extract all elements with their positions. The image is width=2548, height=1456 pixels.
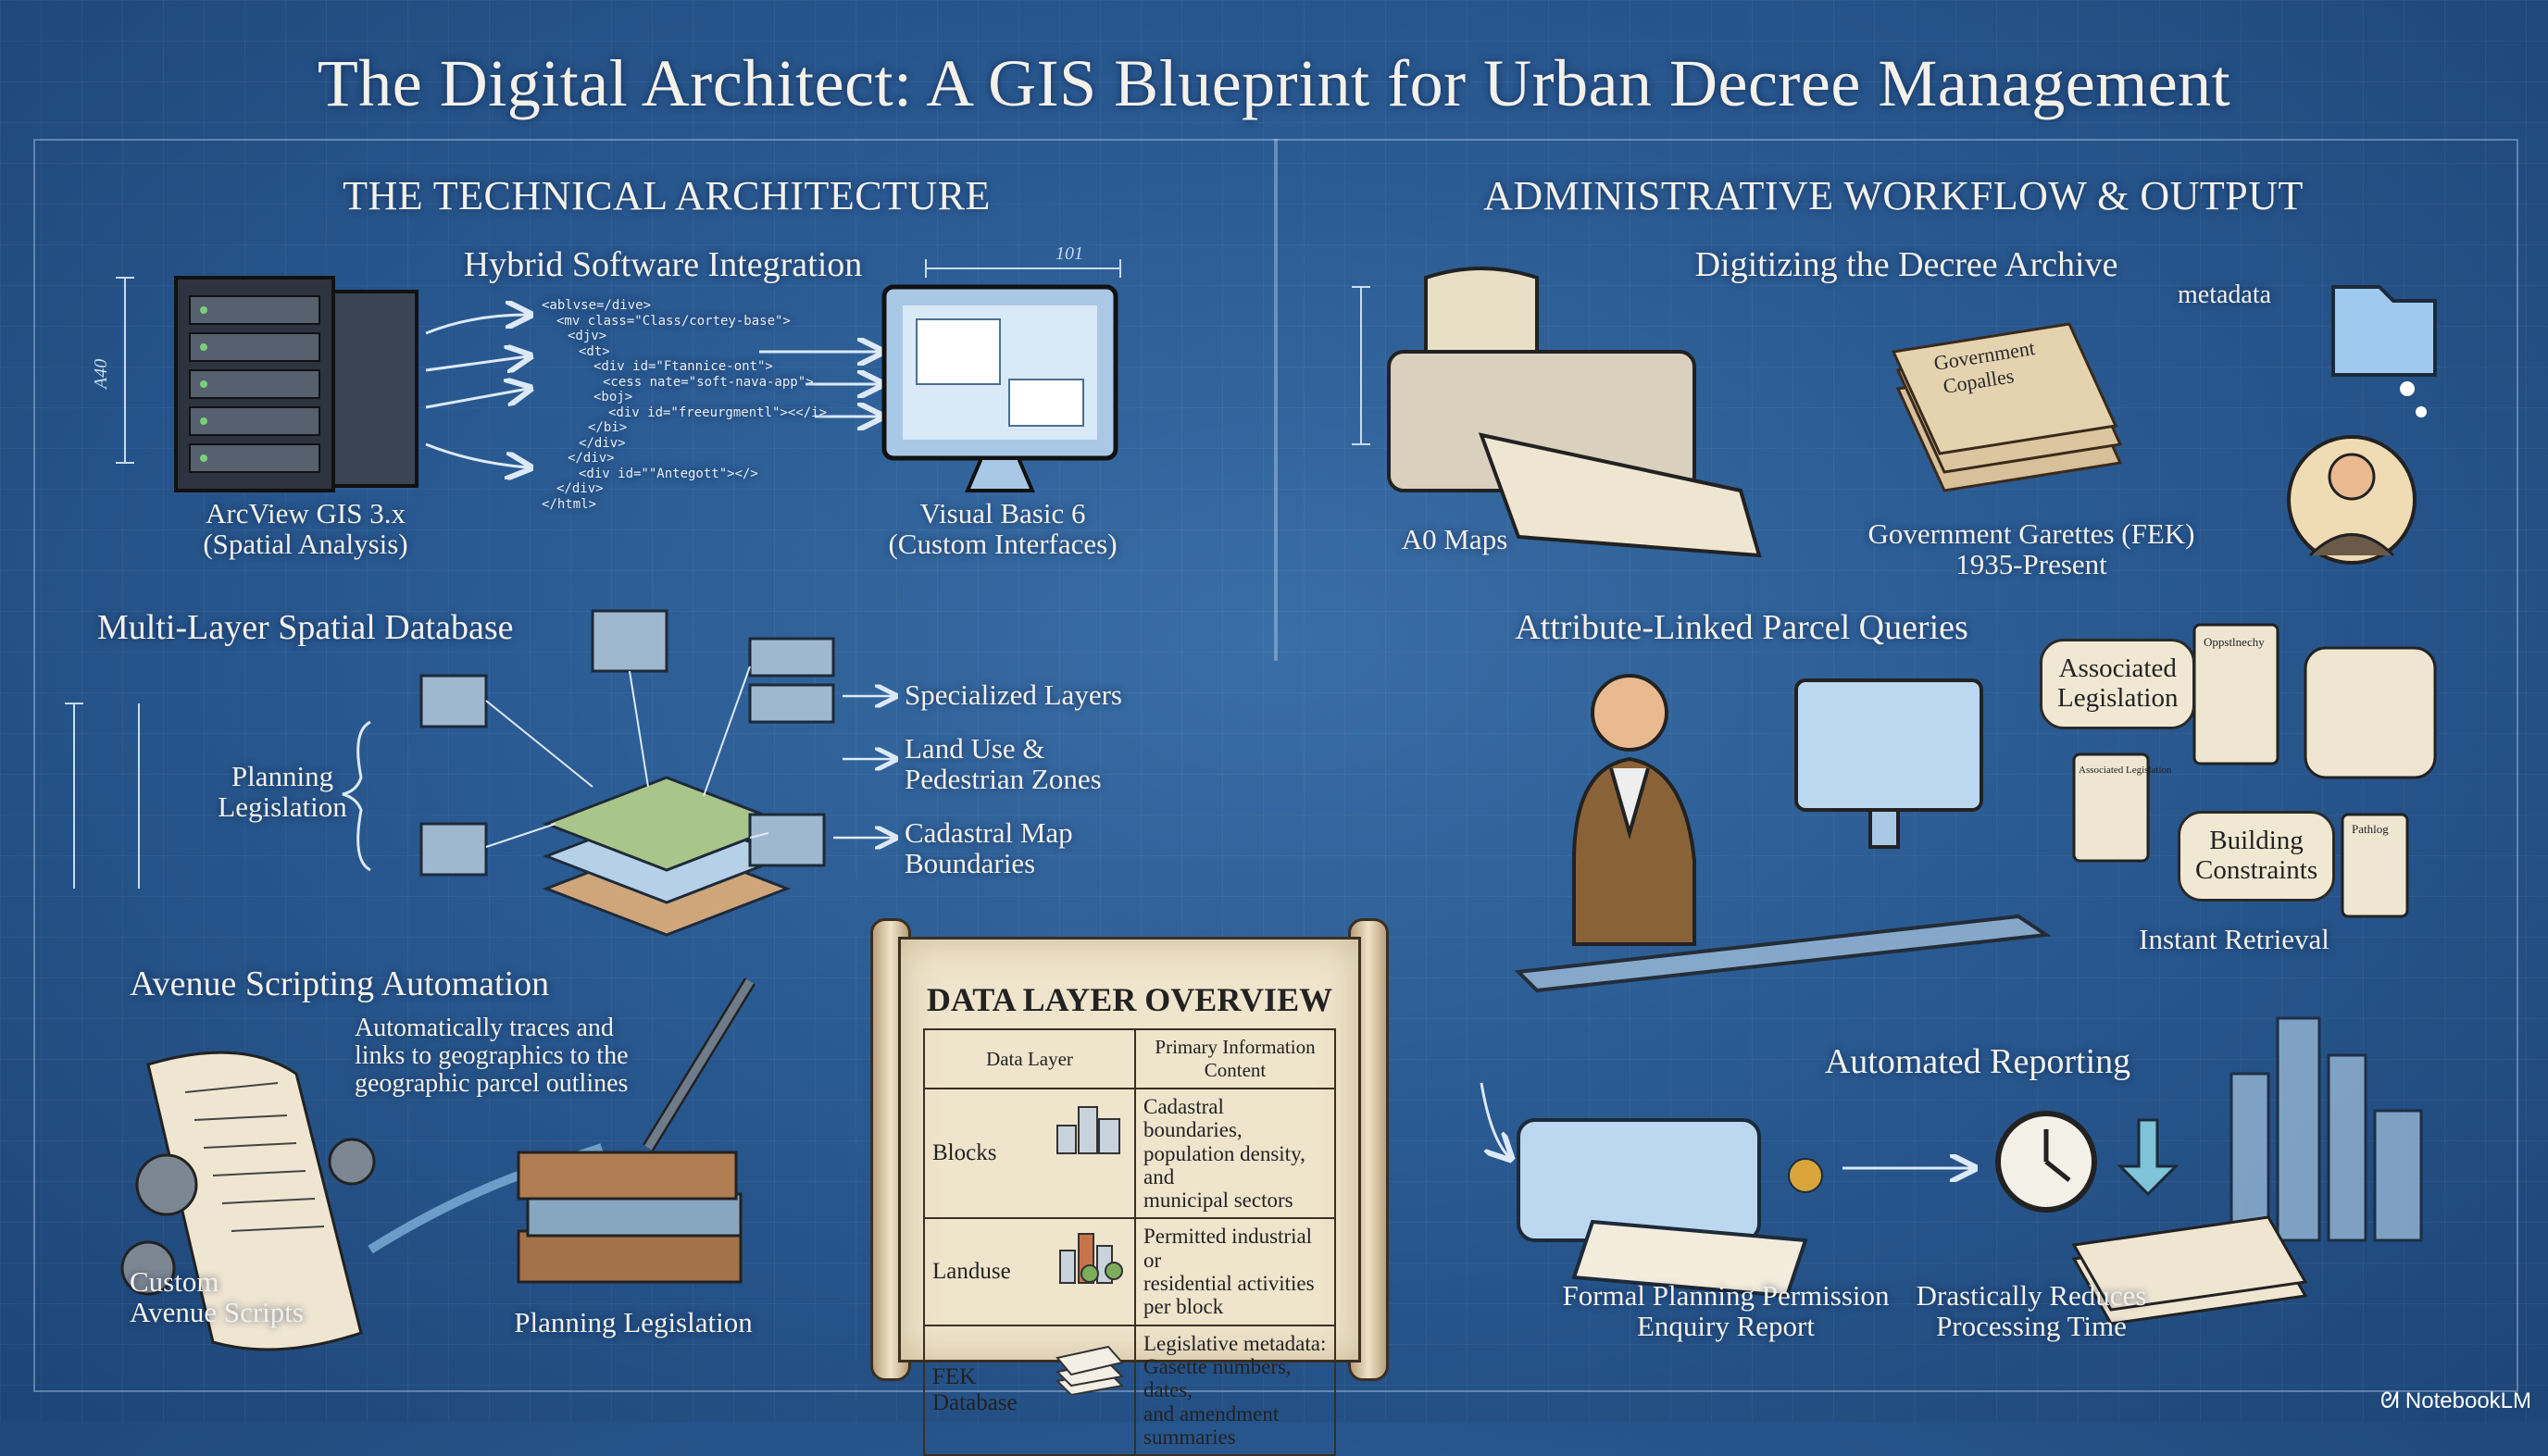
notebooklm-logo: ᘛ NotebookLM <box>2380 1388 2531 1414</box>
books-icon <box>517 1151 743 1284</box>
section-heading-workflow: ADMINISTRATIVE WORKFLOW & OUTPUT <box>1483 173 2304 218</box>
document-label: Oppstlnechy <box>2204 635 2265 649</box>
analyst-at-computer-icon <box>1514 674 2052 993</box>
layer-label-landuse: Land Use &Pedestrian Zones <box>905 732 1102 796</box>
report-printer-icon <box>1517 1118 1823 1299</box>
column-header: Primary Information Content <box>1134 1028 1336 1089</box>
document-stack-icon <box>1055 1345 1125 1395</box>
info-cell: Legislative metadata:Gasette numbers, da… <box>1134 1324 1336 1456</box>
center-divider <box>1274 139 1278 661</box>
arcview-label: ArcView GIS 3.x(Spatial Analysis) <box>203 497 408 561</box>
gears-icon <box>120 1138 376 1296</box>
page-title: The Digital Architect: A GIS Blueprint f… <box>317 46 2231 120</box>
column-header: Data Layer <box>923 1028 1136 1089</box>
digitizing-heading: Digitizing the Decree Archive <box>1694 245 2118 284</box>
illustrations: 101 A40 Government Copalles <box>65 243 2437 1351</box>
a0-maps-label: A0 Maps <box>1401 523 1508 555</box>
layer-cell: FEK Database <box>923 1324 1136 1456</box>
avenue-heading: Avenue Scripting Automation <box>130 964 550 1003</box>
instant-retrieval-label: Instant Retrieval <box>2139 923 2329 955</box>
clock-icon <box>1995 1111 2097 1213</box>
folder-icon <box>2331 285 2437 377</box>
city-skyline-icon <box>2230 1016 2423 1242</box>
down-arrow-icon <box>2117 1118 2180 1197</box>
table-row: FEK Database Legislative metadata:Gasett… <box>923 1324 1336 1456</box>
thought-bubbles <box>2400 381 2427 417</box>
hybrid-heading: Hybrid Software Integration <box>463 245 863 284</box>
multilayer-heading: Multi-Layer Spatial Database <box>97 608 514 647</box>
vb-label: Visual Basic 6(Custom Interfaces) <box>888 497 1118 561</box>
server-rack-icon <box>174 276 418 492</box>
city-blocks-icon <box>1056 1106 1120 1154</box>
dimension-lines <box>65 259 1370 889</box>
brand-label: NotebookLM <box>2404 1388 2531 1413</box>
gazettes-label: Government Garettes (FEK)1935-Present <box>1867 517 2195 581</box>
landuse-buildings-trees-icon <box>1059 1233 1123 1285</box>
queries-heading: Attribute-Linked Parcel Queries <box>1515 608 1968 647</box>
large-format-printer-icon <box>1387 267 1762 558</box>
section-heading-technical: THE TECHNICAL ARCHITECTURE <box>343 173 991 218</box>
document-label: Associated Legislation <box>2079 765 2172 776</box>
document-label: Pathlog <box>2352 822 2389 836</box>
reporting-heading: Automated Reporting <box>1824 1042 2131 1081</box>
table-row: Blocks Cadastral boundaries,population d… <box>923 1087 1336 1220</box>
flow-arrows <box>425 315 880 467</box>
layer-cell: Landuse <box>923 1217 1136 1326</box>
dimension-label: A40 <box>91 359 111 391</box>
brace-icon <box>342 720 371 872</box>
metadata-label: metadata <box>2178 280 2272 309</box>
gazette-stack-icon: Government Copalles <box>1891 322 2123 492</box>
notebooklm-icon: ᘛ <box>2379 1388 2405 1413</box>
layered-database-icon <box>419 609 835 937</box>
layer-cell: Blocks <box>923 1087 1136 1220</box>
code-snippet: <ablvse=/dive><mv class="Class/cortey-ba… <box>542 298 828 512</box>
person-avatar-icon <box>2287 435 2417 565</box>
info-cell: Cadastral boundaries,population density,… <box>1134 1087 1336 1220</box>
legislation-documents-icon <box>2072 623 2437 918</box>
table-title: DATA LAYER OVERVIEW <box>926 981 1333 1018</box>
dimension-label: 101 <box>1055 243 1083 264</box>
report-stack-icon <box>2071 1215 2308 1325</box>
monitor-icon <box>881 284 1118 492</box>
planning-legislation-books-label: Planning Legislation <box>514 1306 753 1338</box>
layer-label-specialized: Specialized Layers <box>905 678 1122 711</box>
script-scroll-icon <box>146 1051 363 1351</box>
